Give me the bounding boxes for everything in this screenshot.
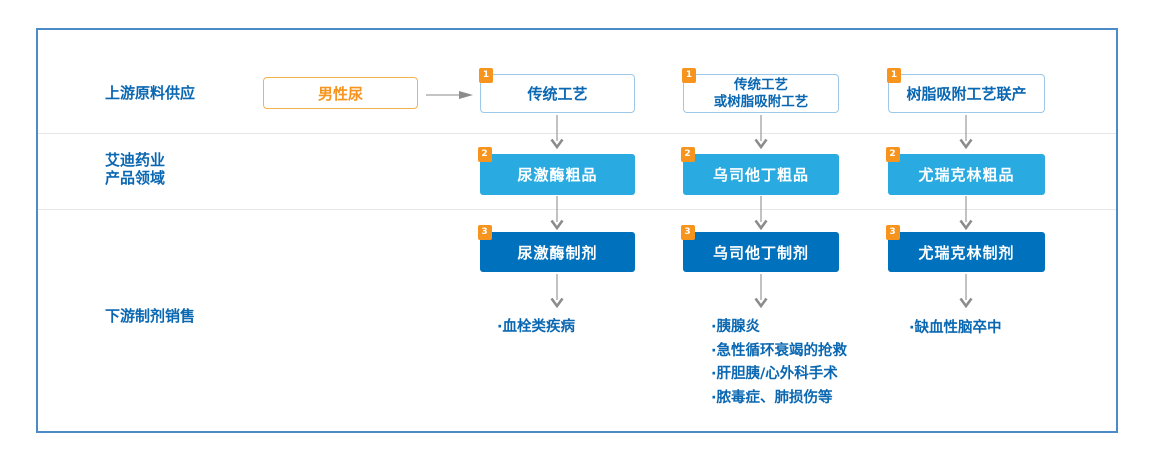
crude-box-col1: 2 尿激酶粗品 [478, 147, 635, 195]
crude-label: 乌司他丁粗品 [712, 166, 809, 184]
step-badge: 1 [479, 68, 493, 83]
row-label-upstream: 上游原料供应 [105, 84, 196, 102]
step-badge: 2 [681, 147, 695, 162]
formulation-box-col1: 3 尿激酶制剂 [478, 225, 635, 272]
formulation-label: 乌司他丁制剂 [712, 243, 809, 262]
step-badge: 3 [886, 225, 900, 240]
step-badge: 3 [478, 225, 492, 240]
process-label: 传统工艺 [527, 85, 588, 103]
row-label-downstream: 下游制剂销售 [105, 307, 196, 325]
step-badge: 2 [886, 147, 900, 162]
indication-list-col3: ·缺血性脑卒中 [909, 317, 1002, 341]
process-box-col1: 1 传统工艺 [479, 68, 635, 113]
crude-label: 尤瑞克林粗品 [918, 166, 1015, 184]
arrow-down-icon [754, 274, 768, 308]
indication-item: ·肝胆胰/心外科手术 [711, 366, 838, 382]
arrow-down-icon [959, 196, 973, 230]
source-box-male-urine: 男性尿 [263, 77, 418, 109]
arrow-right-icon [426, 91, 473, 99]
indication-item: ·胰腺炎 [711, 319, 761, 335]
indication-item: ·急性循环衰竭的抢救 [711, 342, 848, 359]
indication-item: ·血栓类疾病 [497, 319, 576, 335]
formulation-label: 尤瑞克林制剂 [918, 243, 1015, 262]
step-badge: 1 [682, 68, 696, 83]
crude-label: 尿激酶粗品 [517, 166, 598, 184]
indication-list-col2: ·胰腺炎 ·急性循环衰竭的抢救 ·肝胆胰/心外科手术 ·脓毒症、肺损伤等 [711, 316, 847, 410]
crude-box-col3: 2 尤瑞克林粗品 [886, 147, 1045, 195]
formulation-box-col3: 3 尤瑞克林制剂 [886, 225, 1045, 272]
arrow-down-icon [959, 274, 973, 308]
indication-list-col1: ·血栓类疾病 [497, 316, 575, 340]
process-box-col3: 1 树脂吸附工艺联产 [887, 68, 1045, 113]
arrow-down-icon [754, 115, 768, 149]
formulation-label: 尿激酶制剂 [517, 243, 598, 262]
formulation-box-col2: 3 乌司他丁制剂 [681, 225, 839, 272]
source-box-label: 男性尿 [317, 84, 363, 103]
process-box-col2: 1 传统工艺 或树脂吸附工艺 [682, 68, 839, 113]
arrow-down-icon [754, 196, 768, 230]
indication-item: ·脓毒症、肺损伤等 [711, 389, 833, 406]
arrow-down-icon [550, 115, 564, 149]
row-label-company: 艾迪药业 产品领域 [105, 151, 166, 187]
step-badge: 3 [681, 225, 695, 240]
step-badge: 1 [887, 68, 901, 83]
process-label: 树脂吸附工艺联产 [906, 85, 1027, 103]
crude-box-col2: 2 乌司他丁粗品 [681, 147, 839, 195]
step-badge: 2 [478, 147, 492, 162]
arrow-down-icon [550, 274, 564, 308]
row-divider-1 [38, 133, 1116, 134]
process-label: 传统工艺 或树脂吸附工艺 [713, 76, 809, 110]
indication-item: ·缺血性脑卒中 [909, 320, 1002, 336]
arrow-down-icon [959, 115, 973, 149]
row-divider-2 [38, 209, 1116, 210]
arrow-down-icon [550, 196, 564, 230]
